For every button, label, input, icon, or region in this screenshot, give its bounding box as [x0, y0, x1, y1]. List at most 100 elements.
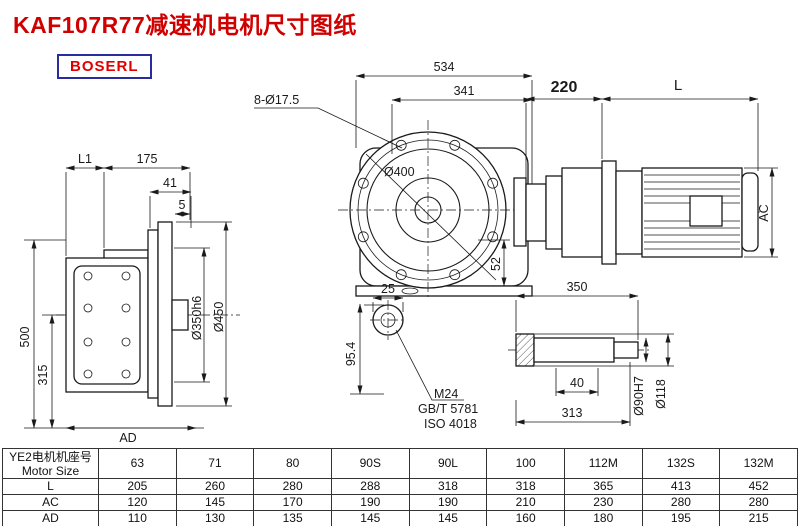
- gearbox-output-flange: [513, 177, 527, 247]
- dim-341: 341: [391, 84, 533, 154]
- dim-25: 25: [372, 282, 404, 312]
- motor-end-shield: [615, 170, 643, 255]
- dim-label-341: 341: [454, 84, 475, 98]
- table-cell: 190: [408, 494, 488, 511]
- table-row-L: L 205 260 280 288 318 318 365 413 452: [2, 478, 798, 495]
- dim-41: 41: [149, 176, 192, 228]
- row-label: AD: [2, 510, 99, 526]
- dim-label-175: 175: [137, 152, 158, 166]
- table-cell: 205: [98, 478, 177, 495]
- dim-label-450: Ø450: [212, 302, 226, 333]
- dim-450: Ø450: [176, 221, 232, 407]
- dim-label-118: Ø118: [654, 379, 668, 409]
- table-cell: 210: [486, 494, 565, 511]
- cover-bolts: [83, 271, 131, 379]
- base-slot: [401, 287, 419, 295]
- table-cell: 452: [719, 478, 798, 495]
- dim-label-220: 220: [551, 79, 578, 96]
- motor-bell-housing: [561, 167, 603, 258]
- dim-label-L1: L1: [78, 152, 92, 166]
- table-header-size: 100: [486, 448, 565, 479]
- table-header-motor-size: YE2电机机座号 Motor Size: [2, 448, 99, 479]
- dim-label-315: 315: [36, 365, 50, 386]
- flange-bolt-holes: [357, 139, 499, 281]
- dim-220: 220: [525, 79, 603, 102]
- dim-315: 315: [36, 314, 55, 429]
- dim-label-500: 500: [18, 327, 32, 348]
- row-label: L: [2, 478, 99, 495]
- dim-label-5: 5: [179, 198, 186, 212]
- header-zh: YE2电机机座号: [9, 449, 92, 464]
- table-cell: 280: [253, 478, 332, 495]
- fan-cowl: [741, 172, 759, 252]
- housing-rib-edge: [365, 153, 497, 281]
- table-cell: 280: [641, 494, 721, 511]
- table-cell: 260: [175, 478, 255, 495]
- dim-AD: AD: [65, 425, 197, 445]
- dim-label-90h7: Ø90H7: [632, 376, 646, 416]
- shaft-body: [533, 337, 615, 363]
- left-view: L1 175 41 5 500 315: [18, 152, 240, 445]
- gearbox-cover: [73, 265, 141, 385]
- motor-size-table: YE2电机机座号 Motor Size 63 71 80 90S 90L 100…: [2, 448, 798, 526]
- m24-callout: M24 GB/T 5781 ISO 4018: [395, 329, 478, 431]
- motor-nameplate: [689, 195, 723, 227]
- iso-label: ISO 4018: [424, 417, 477, 431]
- front-view: 534 341 8-Ø17.5 Ø400 52: [254, 60, 533, 431]
- bolt-callout-label: 8-Ø17.5: [254, 93, 299, 107]
- flange-plate-outer: [157, 221, 173, 407]
- row-label: AC: [2, 494, 99, 511]
- dim-label-52: 52: [489, 257, 503, 271]
- dim-label-25: 25: [381, 282, 395, 296]
- shaft-hub: [515, 333, 535, 367]
- flange-plate-inner: [147, 229, 159, 399]
- table-header-size: 112M: [563, 448, 643, 479]
- table-cell: 318: [486, 478, 565, 495]
- table-cell: 145: [330, 510, 410, 526]
- table-header-size: 132M: [719, 448, 798, 479]
- page-title: KAF107R77减速机电机尺寸图纸: [13, 12, 357, 38]
- dim-95-4: 95.4: [344, 303, 384, 395]
- table-header-size: 71: [175, 448, 255, 479]
- dim-175: 175: [103, 152, 191, 171]
- table-cell: 130: [175, 510, 255, 526]
- table-cell: 215: [719, 510, 798, 526]
- table-cell: 120: [98, 494, 177, 511]
- table-cell: 365: [563, 478, 643, 495]
- table-header-size: 90S: [330, 448, 410, 479]
- table-row-AD: AD 110 130 135 145 145 160 180 195 215: [2, 510, 798, 526]
- table-cell: 280: [719, 494, 798, 511]
- dim-label-534: 534: [434, 60, 455, 74]
- dim-118: Ø118: [654, 333, 671, 409]
- dim-350-shaft: 350: [515, 280, 639, 340]
- dim-label-L: L: [674, 77, 682, 94]
- header-en: Motor Size: [21, 463, 80, 478]
- dim-label-40: 40: [570, 376, 584, 390]
- table-cell: 195: [641, 510, 721, 526]
- dim-label-350: 350: [567, 280, 588, 294]
- motor-view: 220 L AC: [513, 77, 778, 265]
- table-cell: 230: [563, 494, 643, 511]
- adapter-stage-2: [545, 175, 563, 250]
- m24-label: M24: [434, 387, 458, 401]
- dim-500: 500: [18, 239, 37, 429]
- output-spigot: [171, 299, 189, 331]
- dim-label-41: 41: [163, 176, 177, 190]
- table-cell: 318: [408, 478, 488, 495]
- dim-label-AC: AC: [757, 204, 771, 221]
- table-cell: 135: [253, 510, 332, 526]
- dim-L1: L1: [65, 152, 105, 171]
- dim-350h6: Ø350h6: [174, 247, 210, 383]
- dim-label-400: Ø400: [384, 165, 415, 179]
- table-cell: 145: [175, 494, 255, 511]
- dim-90h7: Ø90H7: [632, 337, 649, 416]
- dim-5: 5: [174, 198, 191, 217]
- table-cell: 145: [408, 510, 488, 526]
- table-cell: 180: [563, 510, 643, 526]
- dim-52: 52: [478, 239, 510, 287]
- motor-flange-disc: [601, 160, 617, 265]
- table-cell: 160: [486, 510, 565, 526]
- table-header-size: 90L: [408, 448, 488, 479]
- brand-logo: BOSERL: [57, 54, 152, 79]
